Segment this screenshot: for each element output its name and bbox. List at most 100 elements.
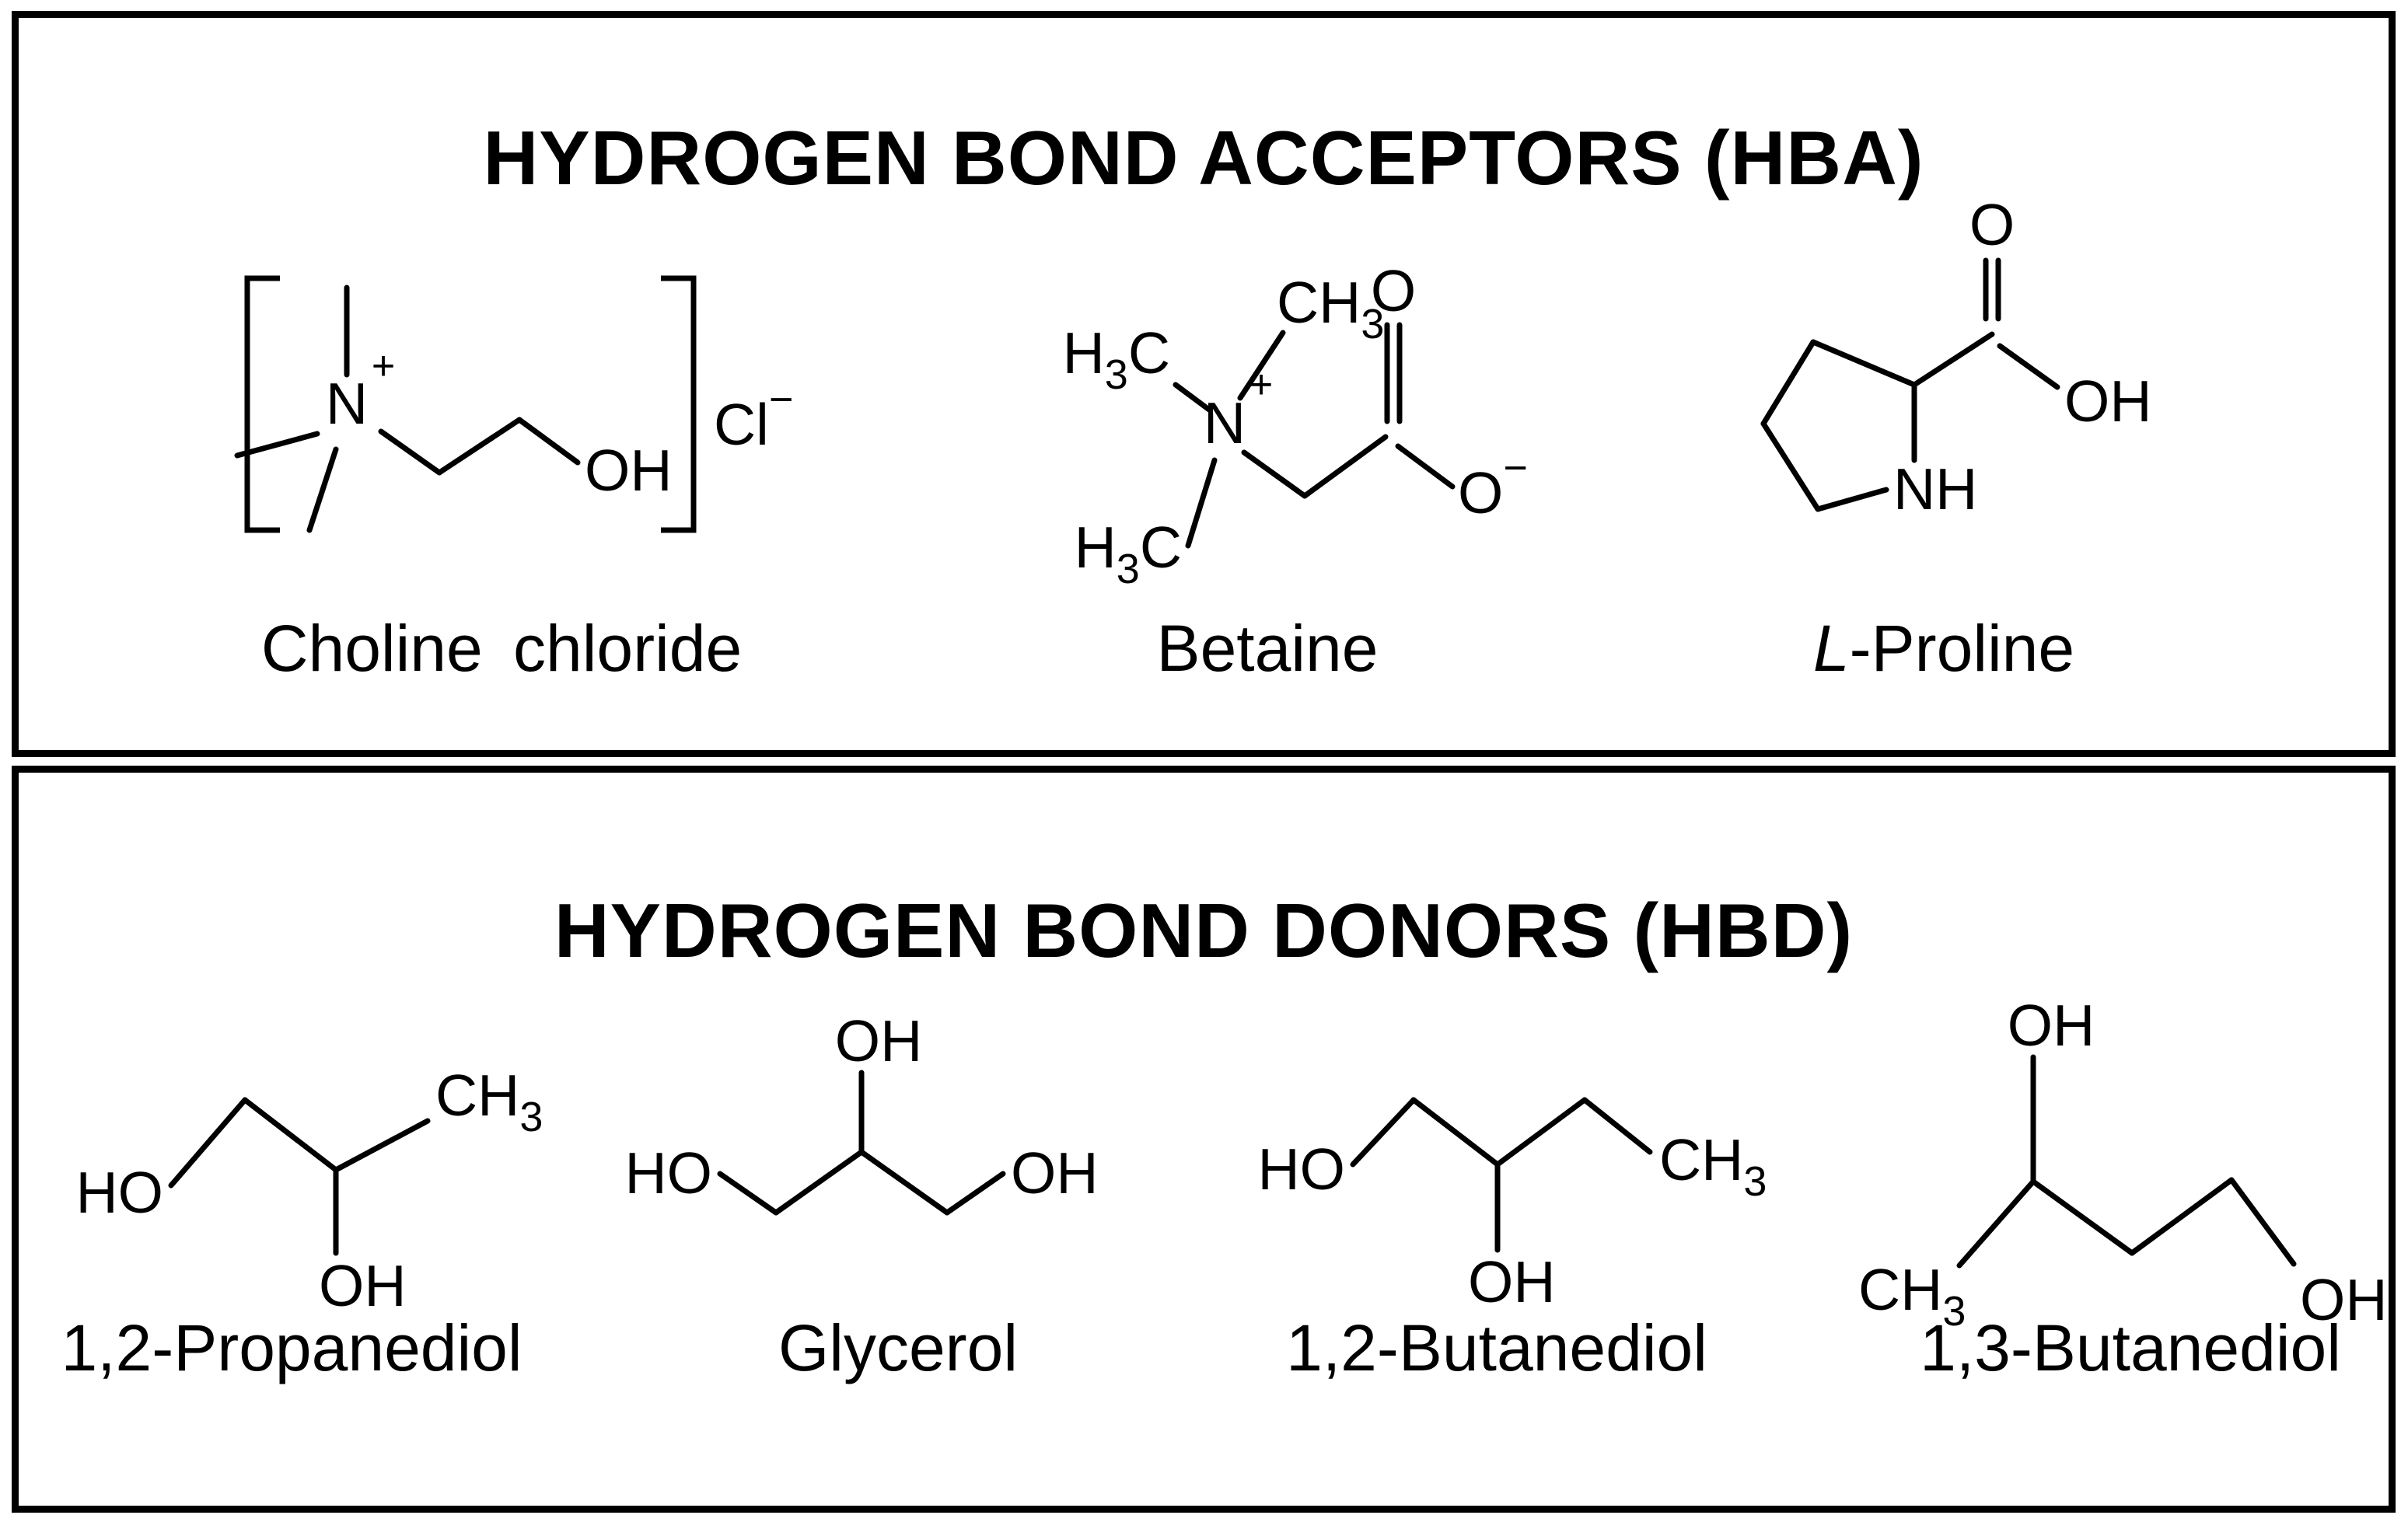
atom-label: NH (1893, 456, 1977, 522)
atom-label-segment: OH (1468, 1249, 1556, 1314)
bond (1997, 343, 2060, 390)
atom-label-segment: Cl (714, 392, 769, 457)
atom-label-segment: OH (2008, 993, 2095, 1058)
atom-label: CH3 (1858, 1257, 1966, 1335)
bond (1350, 1097, 1417, 1168)
bond (1815, 487, 1889, 512)
structure-choline-chloride: N+ OH Cl− (234, 275, 793, 533)
bond (2030, 1178, 2135, 1256)
bond (1241, 449, 1308, 499)
atom-label: CH3 (435, 1063, 543, 1140)
bond (378, 428, 442, 476)
atom-label-segment: O (1969, 192, 2015, 257)
atom-label-segment: NH (1893, 456, 1977, 522)
atom-label-segment: − (769, 376, 794, 423)
atom-label-segment: 3 (1743, 1158, 1767, 1205)
atom-label-segment: + (1249, 362, 1273, 407)
atom-label-segment: OH (835, 1008, 923, 1073)
atom-label: OH (1468, 1249, 1556, 1314)
bond (333, 1118, 431, 1173)
atom-label: CH3 (1277, 270, 1384, 347)
atom-label-segment: C (1140, 515, 1182, 580)
bond (1185, 457, 1218, 549)
atom-label: O (1371, 258, 1416, 323)
bond (773, 1149, 865, 1216)
atom-label: N (1204, 390, 1246, 456)
bond (1410, 1097, 1501, 1168)
atom-label-segment: N (326, 371, 368, 436)
structure-glycerol: OH HO OH (625, 1008, 1099, 1216)
bond (1581, 1097, 1653, 1155)
bond (436, 417, 522, 476)
structure-13-butanediol: OH CH3 OH (1858, 993, 2388, 1335)
atom-label: H3C (1075, 515, 1182, 592)
l-proline-label-rest: -Proline (1849, 612, 2075, 685)
atom-label: Cl− (714, 376, 793, 457)
bond (1494, 1097, 1588, 1168)
bracket (244, 275, 280, 533)
atom-label: CH3 (1659, 1127, 1767, 1205)
atom-label-segment: OH (319, 1253, 407, 1318)
atom-label: + (1249, 362, 1273, 407)
atom-label-segment: CH (1277, 270, 1361, 335)
structure-12-butanediol: HO OH CH3 (1258, 1097, 1767, 1314)
atom-label: OH (2008, 993, 2095, 1058)
bond (1302, 434, 1389, 499)
bond (1760, 339, 1816, 427)
bracket (661, 275, 697, 533)
atom-label-segment: OH (585, 438, 673, 503)
bond (1911, 331, 1995, 388)
atom-label-segment: HO (1258, 1136, 1346, 1202)
atom-label-segment: H (1075, 515, 1117, 580)
molecule-label-13-butanediol: 1,3-Butanediol (1920, 1311, 2341, 1384)
atom-label-segment: H (1063, 320, 1105, 386)
bond (1173, 382, 1212, 413)
bond (858, 1149, 950, 1216)
atom-label-segment: C (1128, 320, 1170, 386)
molecule-label-choline-chloride: Choline chloride (260, 612, 743, 685)
panel-hydrogen-bond-acceptors (12, 11, 2396, 757)
atom-label-segment: 3 (1117, 546, 1140, 592)
atom-label-segment: CH (435, 1063, 519, 1128)
panel-hydrogen-bond-donors (12, 766, 2396, 1513)
atom-label-segment: 3 (1942, 1288, 1966, 1335)
atom-label: O− (1458, 445, 1528, 525)
bond (717, 1171, 779, 1216)
bond (234, 431, 320, 459)
atom-label: OH (2300, 1267, 2388, 1332)
bond (1760, 421, 1821, 512)
atom-label-segment: N (1204, 390, 1246, 456)
atom-label-segment: − (1503, 445, 1528, 491)
atom-label: OH (585, 438, 673, 503)
panel-title-hba: HYDROGEN BOND ACCEPTORS (HBA) (483, 114, 1924, 201)
atom-label: OH (835, 1008, 923, 1073)
atom-label: HO (1258, 1136, 1346, 1202)
atom-label: N (326, 371, 368, 436)
atom-label-segment: HO (625, 1140, 713, 1206)
l-proline-italic-prefix: L (1812, 612, 1850, 685)
atom-label-segment: O (1458, 460, 1503, 525)
atom-label-segment: 3 (519, 1094, 543, 1140)
atom-label-segment: O (1371, 258, 1416, 323)
bond (168, 1097, 248, 1189)
bond (944, 1171, 1006, 1216)
bond (2228, 1177, 2297, 1267)
bond (2129, 1177, 2235, 1256)
molecule-label-12-butanediol: 1,2-Butanediol (1286, 1311, 1707, 1384)
atom-label: + (372, 344, 395, 389)
atom-label: HO (625, 1140, 713, 1206)
bond (242, 1097, 339, 1173)
atom-label-segment: OH (2064, 368, 2152, 434)
atom-label-segment: 3 (1361, 301, 1384, 347)
molecule-label-glycerol: Glycerol (778, 1311, 1019, 1384)
atom-label-segment: HO (76, 1160, 164, 1225)
atom-label-segment: CH (1659, 1127, 1743, 1192)
atom-label-segment: OH (1011, 1140, 1099, 1206)
atom-label: OH (319, 1253, 407, 1318)
atom-label-segment: + (372, 344, 395, 389)
bond (306, 446, 339, 533)
bond (1810, 339, 1917, 388)
molecule-label-12-propanediol: 1,2-Propanediol (61, 1311, 522, 1384)
